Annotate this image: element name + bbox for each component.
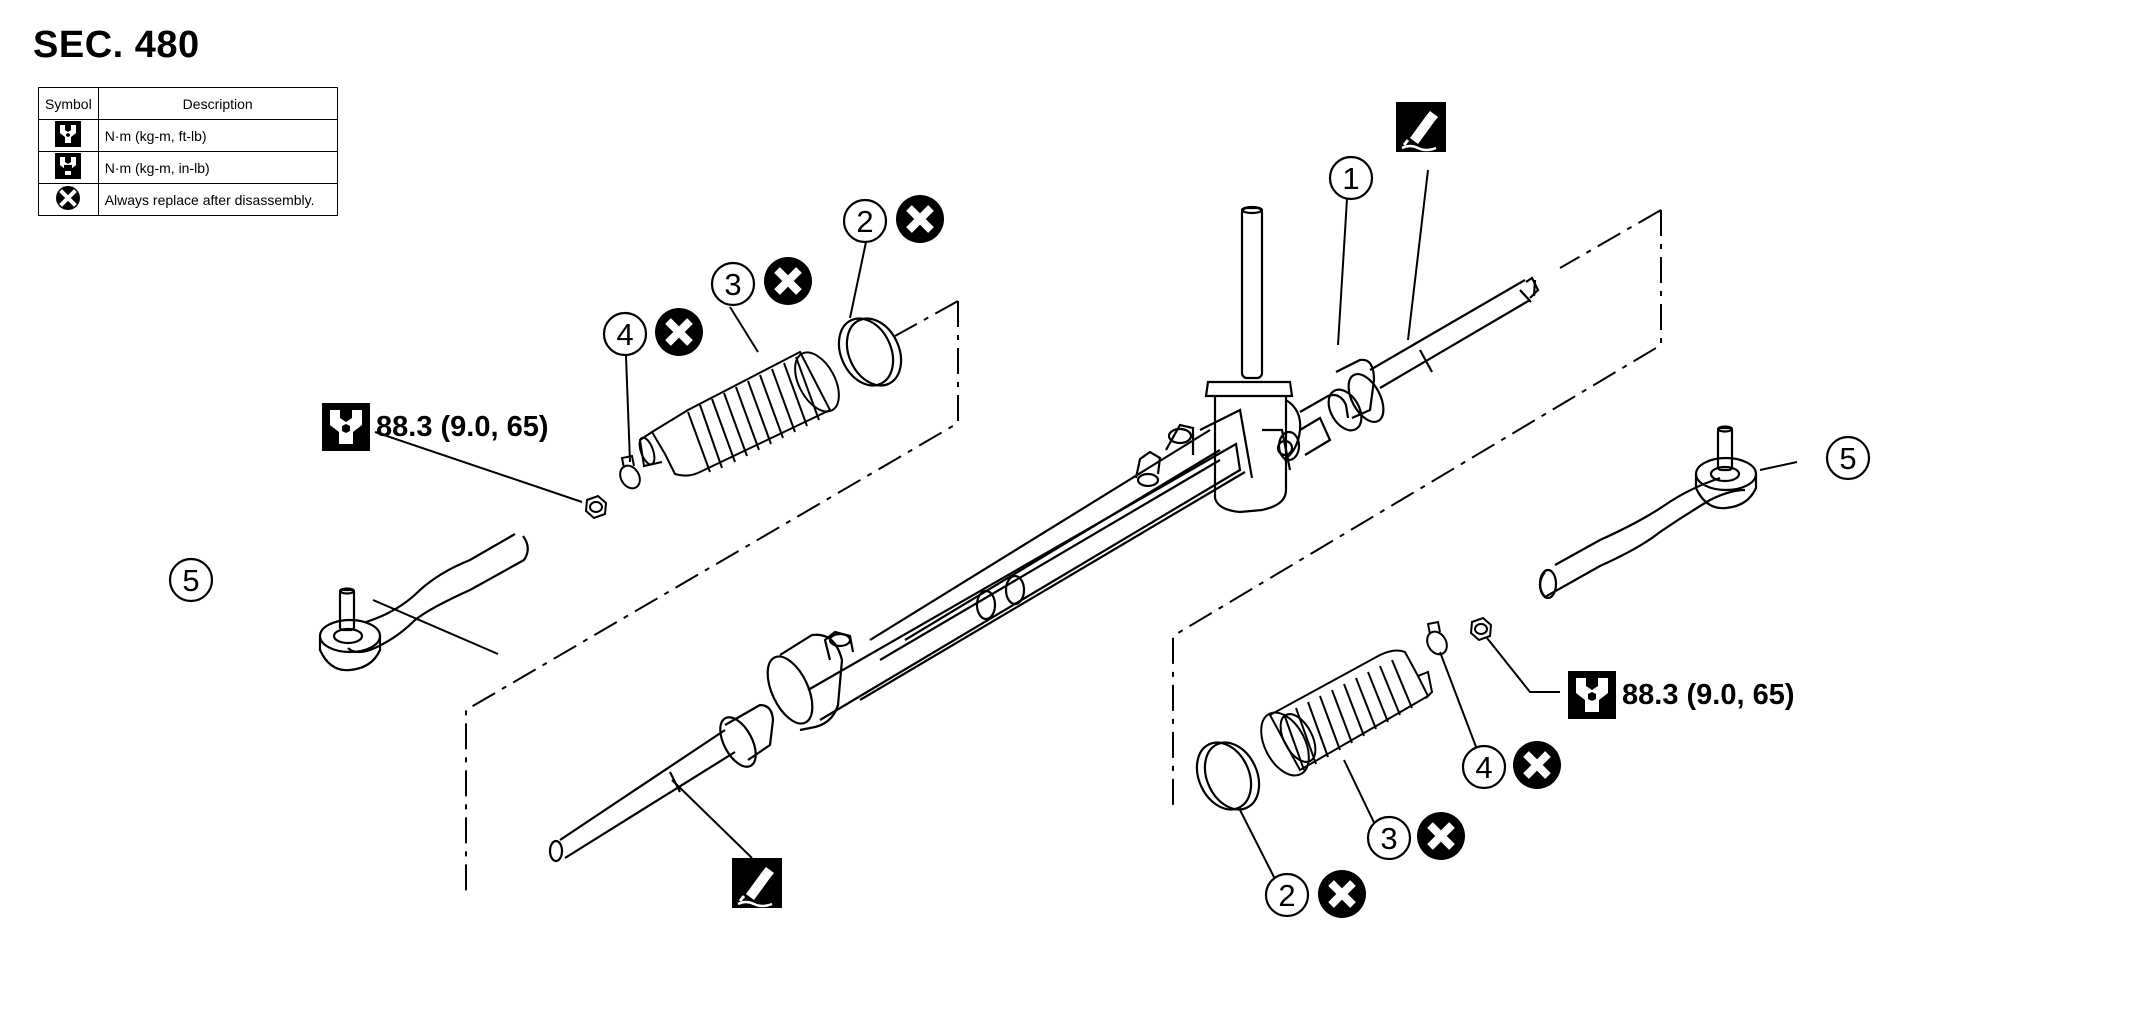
torque-spec-right: 88.3 (9.0, 65) (1622, 679, 1795, 711)
part-balloon-3-right: 3 (1366, 815, 1412, 861)
replace-x-icon (764, 257, 812, 305)
part-balloon-2-left: 2 (842, 198, 888, 244)
gear-housing (1204, 205, 1332, 514)
legend-header-symbol: Symbol (38, 87, 99, 120)
svg-text:3: 3 (1380, 821, 1397, 856)
right-outer-tie-rod-end (1538, 425, 1758, 600)
svg-text:2: 2 (1278, 878, 1295, 913)
torque-wrench-icon (1568, 671, 1616, 719)
svg-text:4: 4 (1475, 750, 1492, 785)
symbol-legend-table: Symbol Description N·m (kg-m, ft-lb) N·m… (38, 87, 338, 216)
part-balloon-5-left: 5 (168, 557, 214, 603)
grease-apply-icon (1396, 102, 1446, 152)
svg-text:4: 4 (616, 317, 633, 352)
legend-description: Always replace after disassembly. (97, 183, 338, 216)
svg-text:1: 1 (1342, 161, 1359, 196)
legend-row: N·m (kg-m, ft-lb) (38, 119, 338, 152)
replace-x-icon (1513, 741, 1561, 789)
torque-wrench-small-icon (38, 151, 99, 184)
right-lock-nut (1469, 616, 1493, 642)
left-inner-rod (548, 633, 844, 863)
left-outer-tie-rod-end (318, 533, 529, 672)
legend-header-row: Symbol Description (38, 87, 338, 120)
replace-x-icon (1318, 870, 1366, 918)
torque-wrench-icon (38, 119, 99, 152)
part-balloon-2-right: 2 (1264, 872, 1310, 918)
svg-text:3: 3 (724, 267, 741, 302)
left-clamp (837, 317, 903, 387)
right-clamp (1195, 741, 1261, 811)
leader-lines (372, 169, 1798, 886)
left-boot (638, 350, 840, 477)
left-small-clamp (619, 454, 641, 490)
part-balloon-4-left: 4 (602, 311, 648, 357)
legend-description: N·m (kg-m, in-lb) (97, 151, 338, 184)
replace-x-icon (896, 195, 944, 243)
right-small-clamp (1426, 620, 1448, 656)
legend-description: N·m (kg-m, ft-lb) (97, 119, 338, 152)
replace-x-icon (655, 308, 703, 356)
left-lock-nut (584, 494, 608, 520)
legend-row: N·m (kg-m, in-lb) (38, 151, 338, 184)
legend-row: Always replace after disassembly. (38, 183, 338, 216)
svg-text:5: 5 (1839, 441, 1856, 476)
torque-wrench-icon (322, 403, 370, 451)
svg-text:2: 2 (856, 204, 873, 239)
legend-header-description: Description (97, 87, 338, 120)
section-title: SEC. 480 (33, 24, 200, 66)
part-balloon-4-right: 4 (1461, 744, 1507, 790)
part-balloon-3-left: 3 (710, 261, 756, 307)
svg-text:5: 5 (182, 563, 199, 598)
part-balloon-5-right: 5 (1825, 435, 1871, 481)
torque-spec-left: 88.3 (9.0, 65) (376, 411, 549, 443)
rack-housing (807, 408, 1254, 721)
dashdot-boundary-lines (465, 209, 1662, 893)
replace-x-icon (1417, 812, 1465, 860)
right-inner-rod (1299, 276, 1540, 432)
replace-x-icon (38, 183, 99, 216)
part-balloon-1: 1 (1328, 155, 1374, 201)
grease-apply-icon (732, 858, 782, 908)
right-boot (1260, 649, 1434, 777)
